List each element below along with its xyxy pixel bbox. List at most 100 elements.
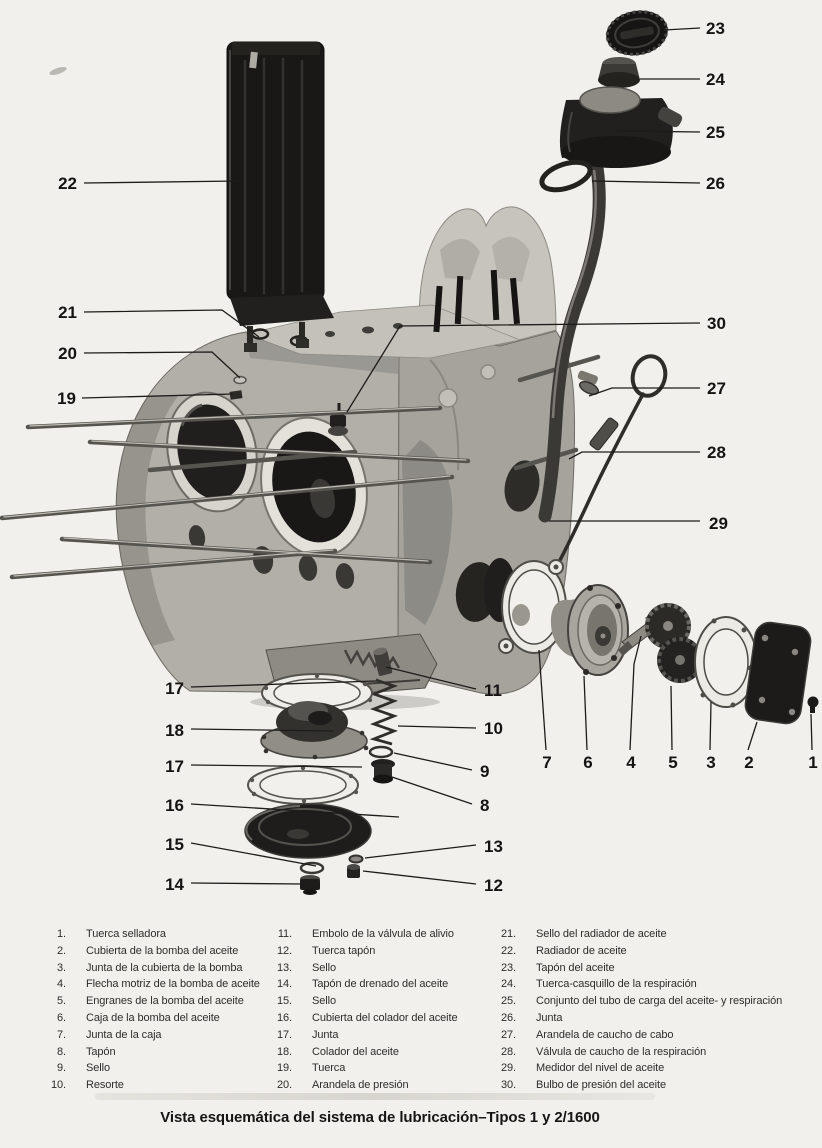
leader-line xyxy=(190,728,334,732)
breather-nut xyxy=(598,57,640,88)
part-description: Embolo de la válvula de alivio xyxy=(312,928,454,940)
callout-number: 10 xyxy=(484,719,503,738)
parts-list-item: 18. Colador del aceite xyxy=(266,1044,490,1061)
sealing-nut xyxy=(807,696,819,713)
cylinder-studs xyxy=(0,354,601,580)
parts-list-item: 25.Conjunto del tubo de carga del aceite… xyxy=(490,993,820,1010)
pump-gears xyxy=(645,603,703,683)
callout-number: 20 xyxy=(58,344,77,363)
part-description: Tuerca tapón xyxy=(312,944,376,957)
callout-number: 26 xyxy=(706,174,725,193)
relief-plug xyxy=(371,759,395,784)
paper-smudge xyxy=(49,67,67,75)
leader-line xyxy=(83,309,260,338)
leader-line xyxy=(670,685,673,751)
parts-list-item: 11.Embolo de la válvula de alivio xyxy=(266,926,490,943)
part-number: 12. xyxy=(277,944,292,957)
callout-number: 25 xyxy=(706,123,725,142)
part-description: Sello xyxy=(312,995,336,1008)
part-number: 20. xyxy=(277,1079,292,1092)
callout-numbers: 2221201923242526302728291110981312171817… xyxy=(57,19,818,895)
leader-line xyxy=(83,180,239,184)
pressure-washer xyxy=(233,375,247,385)
callout-number: 4 xyxy=(626,753,636,772)
part-number: 16. xyxy=(277,1011,292,1024)
crankcase xyxy=(115,206,576,710)
parts-list-item: 24.Tuerca-casquillo de la respiración xyxy=(490,976,820,993)
parts-list-item: 27.Arandela de caucho de cabo xyxy=(490,1027,820,1044)
callout-number: 17 xyxy=(165,679,184,698)
part-number: 30. xyxy=(501,1079,516,1092)
parts-list: 1. Tuerca selladora 2.Cubierta de la bomba… xyxy=(0,926,822,1096)
part-description: Colador del aceite xyxy=(312,1045,399,1058)
part-number: 14. xyxy=(277,978,292,991)
part-description: Radiador de aceite xyxy=(536,944,627,957)
parts-list-item: 3.Junta de la cubierta de la bomba xyxy=(40,960,268,977)
callout-number: 29 xyxy=(709,514,728,533)
part-description: Caja de la bomba del aceite xyxy=(86,1011,220,1024)
callout-number: 6 xyxy=(583,753,592,772)
parts-list-item: 10.Resorte xyxy=(40,1077,268,1094)
parts-list-item: 29.Medidor del nivel de aceite xyxy=(490,1060,820,1077)
callout-number: 19 xyxy=(57,389,76,408)
oil-cooler xyxy=(226,41,334,352)
part-description: Tuerca xyxy=(312,1062,346,1075)
parts-list-item: 8.Tapón xyxy=(40,1044,268,1061)
part-description: Tuerca selladora xyxy=(86,928,166,940)
parts-list-item: 19. Tuerca xyxy=(266,1060,490,1077)
part-number: 25. xyxy=(501,995,516,1008)
callout-number: 28 xyxy=(707,443,726,462)
part-number: 2. xyxy=(57,944,66,957)
part-description: Junta de la cubierta de la bomba xyxy=(86,961,243,974)
parts-list-item: 22.Radiador de aceite xyxy=(490,943,820,960)
callout-number: 9 xyxy=(480,762,489,781)
breather-stub xyxy=(577,370,598,385)
oil-strainer-parts xyxy=(244,673,373,895)
leader-line xyxy=(190,882,302,885)
parts-list-item: 9.Sello xyxy=(40,1060,268,1077)
part-description: Cubierta del colador del aceite xyxy=(312,1011,458,1024)
part-number: 19. xyxy=(277,1062,292,1075)
part-number: 18. xyxy=(277,1045,292,1058)
leader-line xyxy=(190,803,400,818)
parts-list-item: 17.Junta xyxy=(266,1027,490,1044)
leader-line xyxy=(190,680,377,688)
leader-line xyxy=(391,776,473,805)
leader-line xyxy=(364,844,477,859)
callout-number: 24 xyxy=(706,70,725,89)
callout-number: 8 xyxy=(480,796,489,815)
part-number: 13. xyxy=(277,961,292,974)
leader-line xyxy=(617,130,701,133)
leader-line xyxy=(397,725,477,729)
part-number: 1. xyxy=(57,928,66,940)
oil-strainer xyxy=(260,701,369,760)
oil-cap xyxy=(605,10,669,56)
part-number: 7. xyxy=(57,1028,66,1041)
pump-housing xyxy=(550,584,629,676)
parts-list-item: 7.Junta de la caja xyxy=(40,1027,268,1044)
leader-line xyxy=(190,842,317,867)
callout-number: 22 xyxy=(58,174,77,193)
callout-number: 21 xyxy=(58,303,77,322)
parts-list-item: 30.Bulbo de presión del aceite xyxy=(490,1077,820,1094)
part-number: 26. xyxy=(501,1011,516,1024)
parts-list-item: 4.Flecha motriz de la bomba de aceite xyxy=(40,976,268,993)
leader-line xyxy=(362,870,477,885)
parts-list-item: 20.Arandela de presión xyxy=(266,1077,490,1094)
oil-pump-parts xyxy=(498,559,819,725)
leader-line xyxy=(385,666,477,690)
breather-valve xyxy=(589,417,619,451)
strainer-gasket-lower xyxy=(247,765,359,805)
leader-line xyxy=(538,649,547,751)
leader-line xyxy=(629,635,642,751)
part-description: Medidor del nivel de aceite xyxy=(536,1062,665,1075)
filler-housing xyxy=(559,86,683,168)
leader-line xyxy=(663,27,701,31)
part-number: 21. xyxy=(501,928,516,940)
dipstick-loop xyxy=(630,354,668,398)
parts-list-item: 2.Cubierta de la bomba del aceite xyxy=(40,943,268,960)
part-description: Tapón xyxy=(86,1045,116,1058)
leader-line xyxy=(591,180,701,184)
leader-line xyxy=(747,721,758,751)
